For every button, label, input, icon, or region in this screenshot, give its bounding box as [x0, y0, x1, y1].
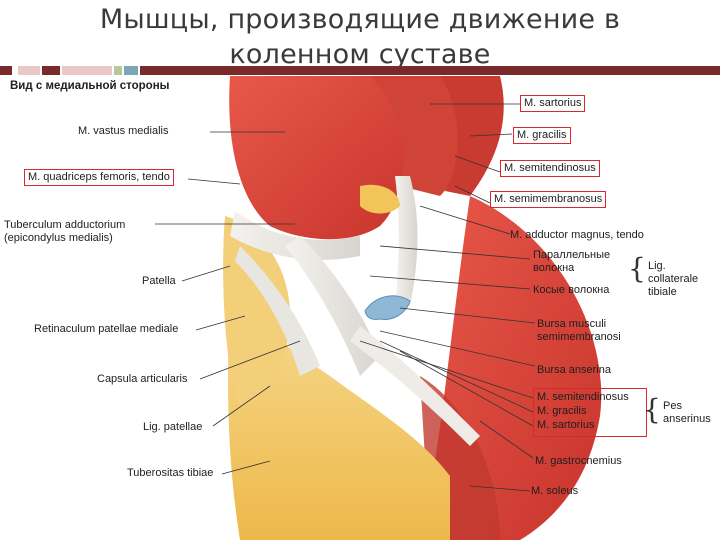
divider-segment	[42, 66, 60, 75]
knee-anatomy-illustration	[0, 76, 720, 540]
label-quadriceps-tendo: M. quadriceps femoris, tendo	[24, 169, 174, 186]
left-leader-lines	[155, 131, 301, 475]
label-adductor-magnus: M. adductor magnus, tendo	[510, 229, 644, 241]
label-parallel-fibers-2: волокна	[533, 262, 575, 274]
label-tuberositas: Tuberositas tibiae	[127, 467, 214, 479]
label-bursa-musculi: Bursa musculi	[537, 318, 607, 330]
label-patella: Patella	[142, 275, 176, 287]
label-lig: Lig.	[648, 260, 666, 272]
label-bursa-anserina: Bursa anserina	[537, 364, 611, 376]
label-pes-gracilis: M. gracilis	[537, 405, 587, 417]
vastus-medialis-muscle	[229, 76, 411, 240]
brace-lig-collaterale: {	[628, 252, 646, 285]
label-tuberculum-adductorium: Tuberculum adductorium	[4, 219, 126, 231]
knee-drawing	[155, 76, 602, 540]
divider-segment	[124, 66, 138, 75]
divider-segment	[114, 66, 122, 75]
label-pes-semitendinosus: M. semitendinosus	[537, 391, 629, 403]
slide-title: Мышцы, производящие движение в коленном …	[0, 2, 720, 72]
divider-segment	[18, 66, 40, 75]
label-capsula: Capsula articularis	[97, 373, 188, 385]
brace-pes-anserinus: {	[643, 393, 661, 426]
label-semimembranosi: semimembranosi	[537, 331, 621, 343]
divider-segment	[62, 66, 112, 75]
tibia-region	[228, 306, 450, 540]
bursa-semimembranosi	[364, 295, 411, 320]
label-lig-patellae: Lig. patellae	[143, 421, 203, 433]
label-vastus-medialis: M. vastus medialis	[78, 125, 169, 137]
slide-title-line-2: коленном суставе	[229, 39, 491, 70]
label-pes-sartorius: M. sartorius	[537, 419, 595, 431]
label-epicondylus-medialis: (epicondylus medialis)	[4, 232, 113, 244]
label-anserinus: anserinus	[663, 413, 711, 425]
pes-anserinus-box: M. semitendinosus M. gracilis M. sartori…	[533, 388, 647, 437]
label-pes: Pes	[663, 400, 682, 412]
fat-pad	[360, 184, 400, 214]
divider-segment	[0, 66, 12, 75]
label-parallel-fibers-1: Параллельные	[533, 249, 611, 261]
adductor-tendon	[395, 176, 418, 306]
view-label: Вид с медиальной стороны	[10, 80, 170, 92]
divider-segment	[140, 66, 720, 75]
label-sartorius: M. sartorius	[520, 95, 586, 112]
quadriceps-tendon	[230, 211, 360, 260]
label-soleus: M. soleus	[531, 485, 579, 497]
label-gracilis: M. gracilis	[513, 127, 571, 144]
label-collaterale: collaterale	[648, 273, 699, 285]
label-tibiale: tibiale	[648, 286, 677, 298]
sartorius-muscle	[370, 76, 474, 196]
label-oblique-fibers: Косые волокна	[533, 284, 610, 296]
label-gastrocnemius: M. gastrocnemius	[535, 455, 622, 467]
label-semimembranosus: M. semimembranosus	[490, 191, 607, 208]
capsula-fibers	[235, 246, 320, 376]
label-semitendinosus: M. semitendinosus	[500, 160, 600, 177]
pes-anserinus-tendons	[350, 326, 480, 446]
right-leader-lines	[359, 103, 536, 492]
label-retinaculum: Retinaculum patellae mediale	[34, 323, 179, 335]
slide-title-line-1: Мышцы, производящие движение в	[99, 4, 621, 35]
